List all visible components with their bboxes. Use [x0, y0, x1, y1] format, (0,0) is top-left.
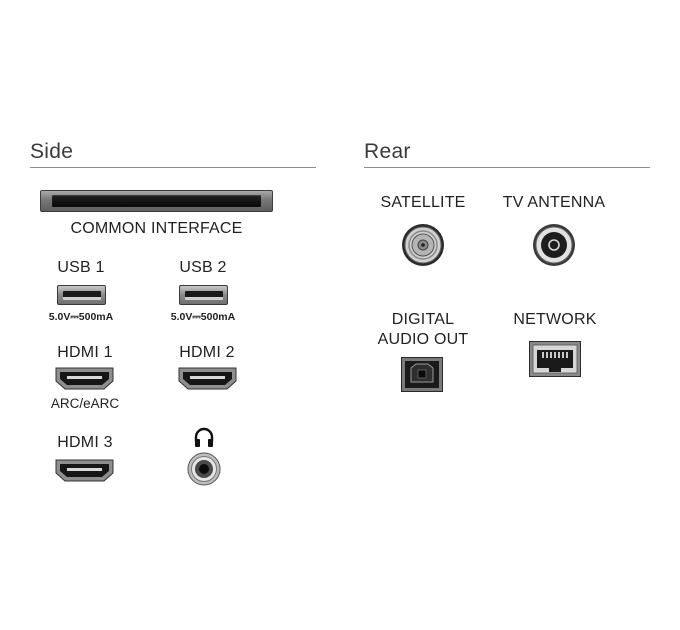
- network-port: [529, 341, 581, 377]
- hdmi2-port-graphic: [178, 367, 237, 390]
- digital-audio-label-line1: DIGITAL: [391, 311, 455, 328]
- digital-audio-label-line2: AUDIO OUT: [377, 331, 469, 348]
- hdmi1-port-graphic: [55, 367, 114, 390]
- common-interface-slot: [40, 190, 273, 212]
- usb1-opening: [62, 290, 101, 300]
- usb1-port: [57, 285, 106, 305]
- rear-divider: [364, 167, 650, 168]
- tv-antenna-connector: [532, 223, 576, 267]
- digital-audio-out-port: [401, 357, 443, 392]
- side-divider: [30, 167, 316, 168]
- rear-section-title: Rear: [364, 140, 411, 163]
- usb2-opening: [184, 290, 223, 300]
- hdmi1-port: [55, 367, 114, 390]
- headphone-jack: [187, 452, 221, 486]
- hdmi3-port: [55, 459, 114, 482]
- hdmi1-label: HDMI 1: [57, 344, 113, 361]
- hdmi1-arc-label: ARC/eARC: [50, 396, 120, 411]
- headphone-icon: [193, 426, 215, 448]
- hdmi3-label: HDMI 3: [57, 434, 113, 451]
- network-label: NETWORK: [513, 311, 597, 328]
- usb2-port: [179, 285, 228, 305]
- hdmi3-port-graphic: [55, 459, 114, 482]
- tv-antenna-label: TV ANTENNA: [502, 194, 606, 211]
- ci-slot-opening: [52, 195, 261, 207]
- usb1-label: USB 1: [57, 259, 105, 276]
- usb1-spec: 5.0V⎓500mA: [48, 311, 114, 323]
- hdmi2-port: [178, 367, 237, 390]
- digital-audio-out-label: DIGITAL AUDIO OUT: [363, 310, 483, 350]
- side-section-title: Side: [30, 140, 74, 163]
- satellite-connector: [401, 223, 445, 267]
- satellite-label: SATELLITE: [380, 194, 466, 211]
- hdmi2-label: HDMI 2: [179, 344, 235, 361]
- common-interface-label: COMMON INTERFACE: [70, 220, 243, 237]
- usb2-spec: 5.0V⎓500mA: [170, 311, 236, 323]
- usb2-label: USB 2: [179, 259, 227, 276]
